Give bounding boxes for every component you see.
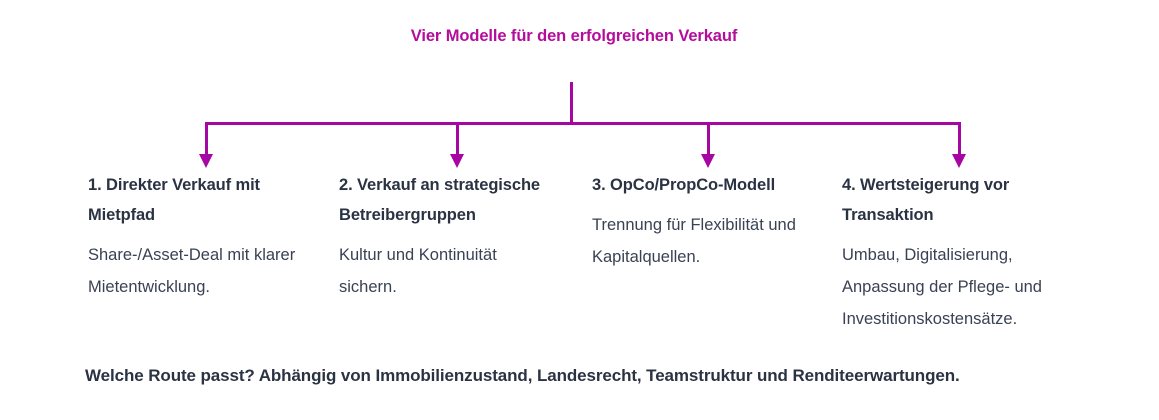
connector-stem — [570, 82, 573, 124]
footer-note: Welche Route passt? Abhängig von Immobil… — [85, 366, 960, 385]
arrow-down-icon — [199, 154, 213, 168]
model-description-4: Umbau, Digitalisierung, Anpassung der Pf… — [842, 246, 1042, 328]
model-heading-2: 2. Verkauf an strategische Betreibergrup… — [339, 176, 540, 224]
connector-drop-4 — [958, 122, 961, 155]
model-heading-1: 1. Direkter Verkauf mit Mietpfad — [88, 176, 260, 224]
model-heading-3: 3. OpCo/PropCo-Modell — [592, 176, 776, 194]
connector-crossbar — [205, 122, 961, 125]
model-column-2: 2. Verkauf an strategische Betreibergrup… — [339, 170, 544, 303]
model-description-1: Share-/Asset-Deal mit klarer Mietentwick… — [88, 246, 296, 296]
model-column-1: 1. Direkter Verkauf mit Mietpfad Share-/… — [88, 170, 306, 303]
model-description-3: Trennung für Flexibilität und Kapitalque… — [592, 216, 796, 266]
arrow-down-icon — [952, 154, 966, 168]
model-description-2: Kultur und Kontinuität sichern. — [339, 246, 497, 296]
arrow-down-icon — [450, 154, 464, 168]
diagram-title: Vier Modelle für den erfolgreichen Verka… — [410, 27, 738, 45]
connector-drop-2 — [456, 122, 459, 155]
model-heading-4: 4. Wertsteigerung vor Transaktion — [842, 176, 1010, 224]
arrow-down-icon — [701, 154, 715, 168]
model-column-4: 4. Wertsteigerung vor Transaktion Umbau,… — [842, 170, 1082, 335]
model-column-3: 3. OpCo/PropCo-Modell Trennung für Flexi… — [592, 170, 812, 273]
connector-drop-1 — [205, 122, 208, 155]
connector-drop-3 — [707, 122, 710, 155]
